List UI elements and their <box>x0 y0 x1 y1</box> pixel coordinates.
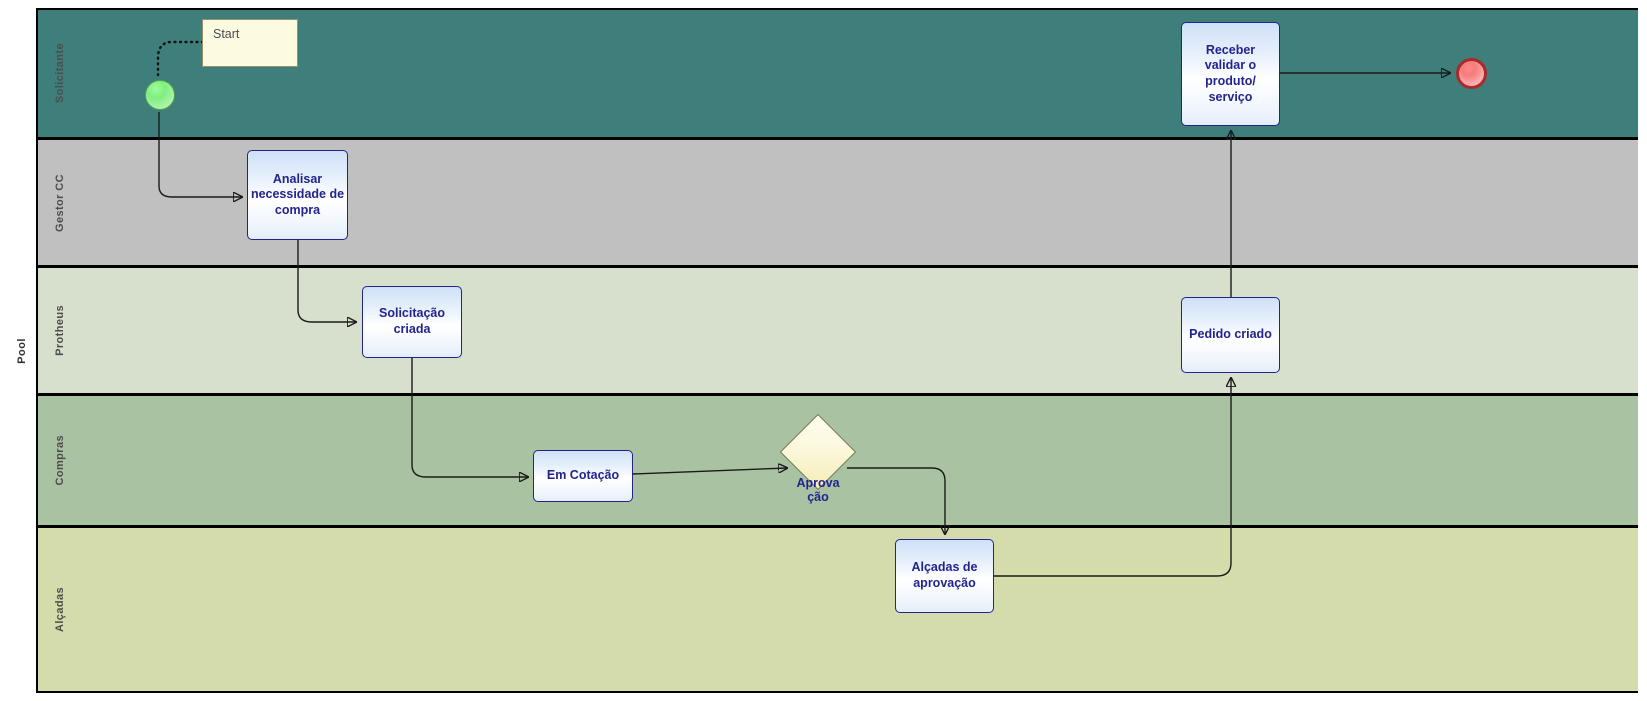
lane-label-text: Compras <box>54 435 66 486</box>
task-solicitacao-criada[interactable]: Solicitação criada <box>362 286 462 358</box>
task-label: Alçadas de aprovação <box>911 560 978 590</box>
task-label: Pedido criado <box>1189 327 1272 342</box>
task-label: Solicitação criada <box>379 306 445 336</box>
gateway-aprovacao[interactable] <box>779 413 857 491</box>
task-label: Receber validar o produto/ serviço <box>1204 42 1257 104</box>
start-note-label: Start <box>213 27 240 41</box>
gateway-aprovacao-label: Aprova ção <box>796 476 840 505</box>
task-label: Analisar necessidade de compra <box>250 171 345 217</box>
pool-label-column: Pool <box>8 8 38 693</box>
lane-label-text: Solicitante <box>54 43 66 104</box>
start-event[interactable] <box>145 80 175 110</box>
start-note: Start <box>202 19 298 67</box>
lane-label-gestor-cc: Gestor CC <box>48 140 72 265</box>
lane-label-text: Gestor CC <box>54 173 66 232</box>
task-label: Em Cotação <box>546 468 620 483</box>
lane-alcadas: Alçadas <box>38 528 1638 691</box>
lane-label-protheus: Protheus <box>48 268 72 393</box>
lane-label-solicitante: Solicitante <box>48 10 72 137</box>
lane-solicitante: Solicitante <box>38 10 1638 140</box>
lane-label-text: Protheus <box>54 305 66 356</box>
task-pedido-criado[interactable]: Pedido criado <box>1181 297 1280 373</box>
pool-label: Pool <box>16 337 28 364</box>
lane-label-alcadas: Alçadas <box>48 528 72 691</box>
lane-label-compras: Compras <box>48 396 72 525</box>
task-receber-validar[interactable]: Receber validar o produto/ serviço <box>1181 22 1280 126</box>
task-em-cotacao[interactable]: Em Cotação <box>533 450 633 502</box>
lane-protheus: Protheus <box>38 268 1638 396</box>
task-analisar-necessidade[interactable]: Analisar necessidade de compra <box>247 150 348 240</box>
task-alcadas-de-aprovacao[interactable]: Alçadas de aprovação <box>895 539 994 613</box>
end-event[interactable] <box>1456 58 1487 89</box>
lane-label-text: Alçadas <box>54 587 66 632</box>
